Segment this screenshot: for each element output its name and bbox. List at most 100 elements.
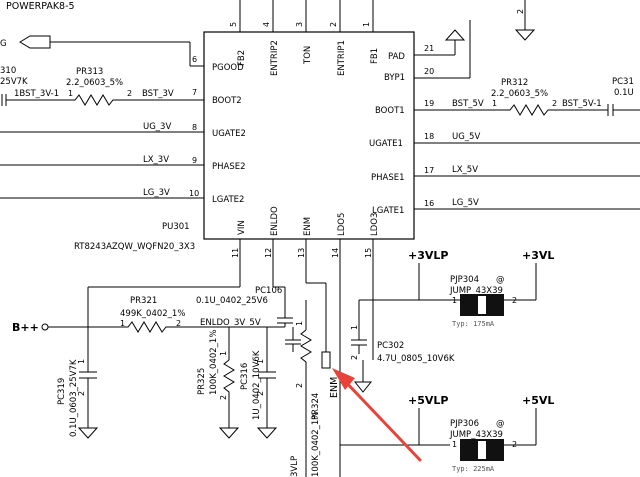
pin-label: UGATE2	[212, 129, 246, 139]
pr312-resistor	[498, 104, 608, 116]
pin-label: ENLDO	[270, 206, 280, 236]
ground-symbol	[353, 381, 373, 393]
pr324-ref: PR324	[311, 393, 321, 420]
bpp-terminal	[41, 323, 49, 331]
pin-number: 20	[424, 67, 434, 76]
pin-label: LGATE2	[212, 195, 244, 205]
pr324-resistor	[300, 329, 312, 477]
pgood-port	[19, 35, 51, 49]
net-label: LX_3V	[143, 155, 169, 165]
pin-number: 4	[262, 22, 271, 27]
ic-refdes: PU301	[162, 222, 190, 232]
pin-number: 2	[176, 319, 181, 328]
net-label: BST_5V-1	[562, 99, 602, 109]
ground-symbol	[77, 427, 99, 439]
jumper-pjp306: +5VLP +5VL PJP306 @ JUMP_43X39 1 2 Typ: …	[408, 394, 554, 473]
ic-top-pins: 5 4 3 2 1 FB2 ENTRIP2 TON ENTRIP1 FB1	[229, 0, 380, 76]
pin-label: BOOT1	[375, 106, 405, 116]
bpp-label: B++	[12, 321, 39, 334]
ground-symbol	[256, 427, 278, 439]
pin-number: 21	[424, 44, 434, 53]
pin-number: 16	[424, 199, 434, 208]
pjp306-type: JUMP_43X39	[449, 430, 503, 440]
pjp306-rating: Typ: 225mA	[452, 465, 495, 473]
net-label: LG_5V	[452, 198, 479, 208]
pc302-value: 4.7U_0805_10V6K	[377, 354, 455, 364]
pin-label: PAD	[388, 52, 405, 62]
ic-bottom-pins: VIN ENLDO ENM LDO5 LDO3 11 12 13 14 15	[231, 206, 380, 258]
pin-label: BYP1	[384, 73, 405, 83]
pin-number: 12	[264, 248, 273, 258]
pin-number: 1	[120, 319, 125, 328]
pin-number: 2	[219, 395, 228, 400]
pin-label: VIN	[237, 220, 247, 235]
pr321-ref: PR321	[130, 296, 157, 306]
pc310-value: 25V7K	[0, 77, 28, 87]
pin-label: PHASE1	[371, 173, 405, 183]
pin-number: 2	[350, 355, 359, 360]
net-label: UG_3V	[143, 122, 171, 132]
rail-label: +3VL	[522, 249, 554, 262]
pin-label: FB2	[237, 50, 247, 66]
pin-label: ENTRIP2	[270, 40, 280, 76]
right-wiring: 2 BST_5V PR312 2.2_0603_5% 1 2 BST_5V-1 …	[414, 0, 640, 210]
pin-number: 7	[192, 88, 197, 97]
pin-label: ENTRIP1	[337, 40, 347, 76]
pin-number: 2	[516, 9, 525, 14]
bottom-wiring: B++ PC106 0.1U_0402_25V6 PR321 499K_0402…	[12, 239, 455, 477]
pin-label: UGATE1	[369, 139, 403, 149]
pin-label: ENM	[303, 217, 313, 236]
pin-number: 1	[452, 440, 457, 449]
annotation-arrow	[332, 368, 422, 462]
pin-number: 2	[256, 391, 265, 396]
pin-number: 1	[68, 89, 73, 98]
pjp306-ref: PJP306	[450, 419, 479, 429]
pc31x-ref: PC31	[612, 77, 634, 87]
net-label: LX_5V	[452, 165, 478, 175]
net-label: 1BST_3V-1	[14, 89, 59, 99]
pin-number: 3	[295, 22, 304, 27]
pr313-resistor	[62, 94, 140, 106]
net-label: UG_5V	[452, 132, 480, 142]
pin-number: 17	[424, 166, 434, 175]
ground-symbol	[514, 29, 536, 41]
pin-number: 8	[192, 123, 197, 132]
ic-right-pins: PAD BYP1 BOOT1 UGATE1 PHASE1 LGATE1 21 2…	[369, 44, 434, 216]
pin-label: BOOT2	[212, 96, 242, 106]
pc319-ref: PC319	[57, 378, 67, 405]
pin-number: 1	[77, 359, 86, 364]
rail-label: +3VLP	[408, 249, 448, 262]
pc310-ref: 310	[0, 66, 16, 76]
pin-number: 14	[331, 248, 340, 258]
pin-label: LDO3	[370, 213, 380, 236]
rail-label: +5VLP	[408, 394, 448, 407]
pc106-ref: PC106	[255, 286, 282, 296]
pr313-ref: PR313	[76, 67, 103, 77]
pin-label: TON	[303, 46, 313, 65]
pin-label: PHASE2	[212, 162, 246, 172]
pc106-value: 0.1U_0402_25V6	[196, 296, 268, 306]
pin-number: 2	[552, 99, 557, 108]
pin-number: 1	[219, 351, 228, 356]
rail-label: +5VL	[522, 394, 554, 407]
pgood-port-label: G	[0, 39, 7, 49]
pin-label: LDO5	[337, 213, 347, 236]
ic-title: POWERPAK8-5	[6, 1, 75, 12]
pin-number: 19	[424, 99, 434, 108]
ic-partnumber: RT8243AZQW_WQFN20_3X3	[74, 242, 195, 252]
enm-connector-label: ENM	[329, 377, 340, 398]
pin-number: 2	[295, 383, 304, 388]
pin-number: 15	[364, 248, 373, 258]
pjp304-rating: Typ: 175mA	[452, 320, 495, 328]
pr312-ref: PR312	[501, 78, 528, 88]
pin-number: 10	[189, 189, 199, 198]
pin-number: 11	[231, 248, 240, 258]
ic-left-pins: PGOOD BOOT2 UGATE2 PHASE2 LGATE2 6 7 8 9…	[189, 55, 246, 205]
pc31x-value: 0.1U	[614, 88, 634, 98]
pjp304-ref: PJP304	[450, 275, 479, 285]
pin-label: FB1	[370, 48, 380, 64]
pr325-ref: PR325	[197, 368, 207, 395]
pin-number: 13	[297, 248, 306, 258]
pr325-resistor	[223, 359, 235, 428]
